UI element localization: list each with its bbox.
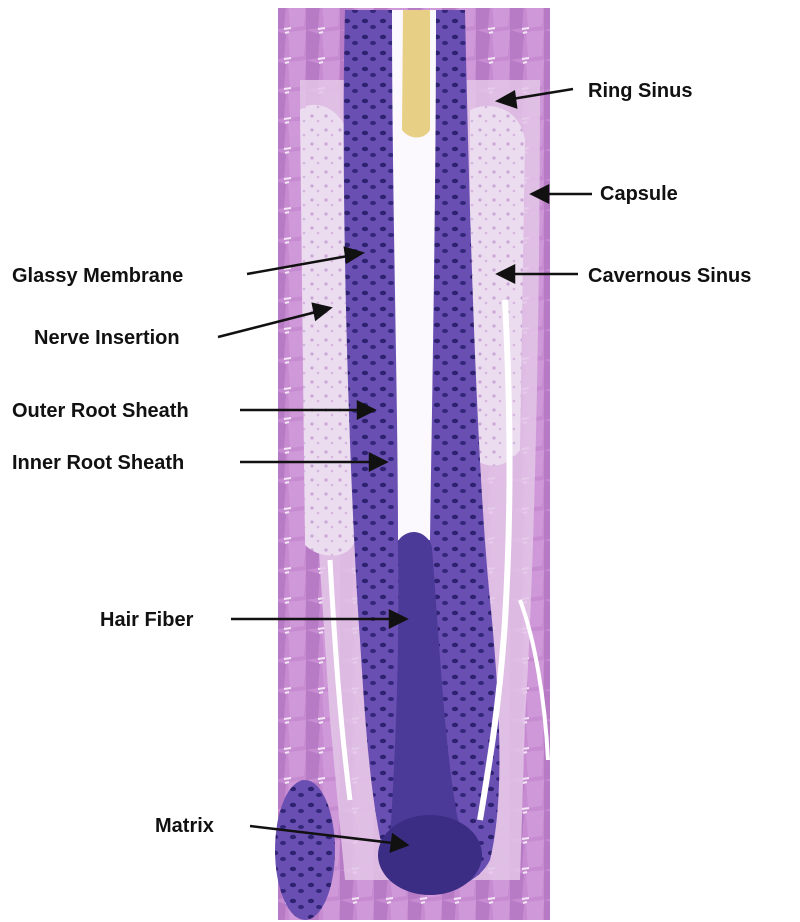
arrow-outer-root-sheath bbox=[240, 399, 377, 421]
arrow-nerve-insertion bbox=[217, 302, 333, 339]
label-cavernous-sinus: Cavernous Sinus bbox=[588, 265, 752, 287]
label-outer-root-sheath: Outer Root Sheath bbox=[12, 400, 189, 422]
arrow-inner-root-sheath bbox=[240, 451, 389, 473]
label-arrows bbox=[217, 87, 592, 853]
arrow-hair-fiber bbox=[231, 608, 409, 630]
arrow-glassy-membrane bbox=[246, 246, 366, 276]
arrow-capsule bbox=[529, 183, 592, 205]
arrow-ring-sinus bbox=[494, 87, 574, 109]
label-hair-fiber: Hair Fiber bbox=[100, 609, 194, 631]
label-inner-root-sheath: Inner Root Sheath bbox=[12, 452, 185, 474]
label-nerve-insertion: Nerve Insertion bbox=[34, 327, 180, 349]
micrograph bbox=[275, 8, 550, 920]
label-ring-sinus: Ring Sinus bbox=[588, 80, 693, 102]
label-capsule: Capsule bbox=[600, 183, 678, 205]
label-matrix: Matrix bbox=[155, 815, 214, 837]
arrow-cavernous-sinus bbox=[495, 263, 578, 285]
arrow-matrix bbox=[249, 824, 410, 853]
label-glassy-membrane: Glassy Membrane bbox=[12, 265, 184, 287]
